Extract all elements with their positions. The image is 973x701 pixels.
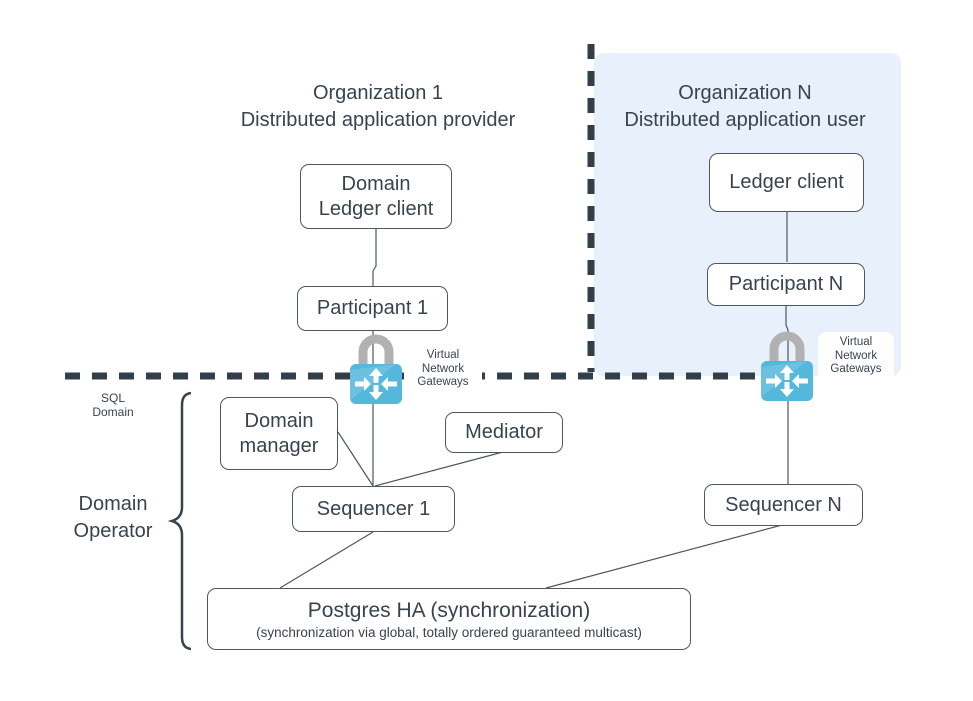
connector-lines [279, 212, 789, 589]
virtual-network-gateways-label-right: Virtual Network Gateways [818, 332, 894, 389]
node-sequencer-n: Sequencer N [704, 484, 863, 526]
node-ledger-client: Ledger client [709, 153, 864, 212]
virtual-network-gateways-label-left: Virtual Network Gateways [404, 347, 482, 392]
org1-title: Organization 1 Distributed application p… [240, 82, 516, 131]
node-label: Domain manager [239, 409, 319, 457]
node-domain-ledger-client: Domain Ledger client [300, 164, 452, 229]
trust-boundary-dashes [65, 44, 902, 380]
orgN-title: Organization N Distributed application u… [624, 82, 866, 131]
node-label: Participant N [728, 273, 844, 295]
postgres-title: Postgres HA (synchronization) [307, 598, 591, 622]
domain-operator-brace [167, 391, 192, 651]
node-label: Sequencer 1 [316, 497, 431, 520]
node-label: Ledger client [729, 171, 844, 193]
vpn-gateway-lock-icon [761, 336, 813, 401]
node-label: Domain Ledger client [318, 172, 434, 220]
node-label: Participant 1 [316, 297, 429, 319]
domain-operator-label: Domain Operator [73, 493, 153, 542]
node-label: Sequencer N [725, 493, 842, 516]
node-label: Mediator [465, 421, 543, 443]
vpn-gateway-lock-icon [350, 339, 402, 404]
node-participant-n: Participant N [707, 263, 865, 306]
organization-n-region [594, 53, 901, 376]
postgres-subtitle: (synchronization via global, totally ord… [256, 624, 642, 640]
node-participant-1: Participant 1 [297, 286, 448, 331]
node-mediator: Mediator [445, 412, 563, 453]
node-postgres-ha: Postgres HA (synchronization) (synchroni… [207, 588, 691, 650]
node-domain-manager: Domain manager [220, 397, 338, 470]
node-sequencer-1: Sequencer 1 [292, 486, 455, 532]
sql-domain-label: SQL Domain [92, 391, 134, 420]
